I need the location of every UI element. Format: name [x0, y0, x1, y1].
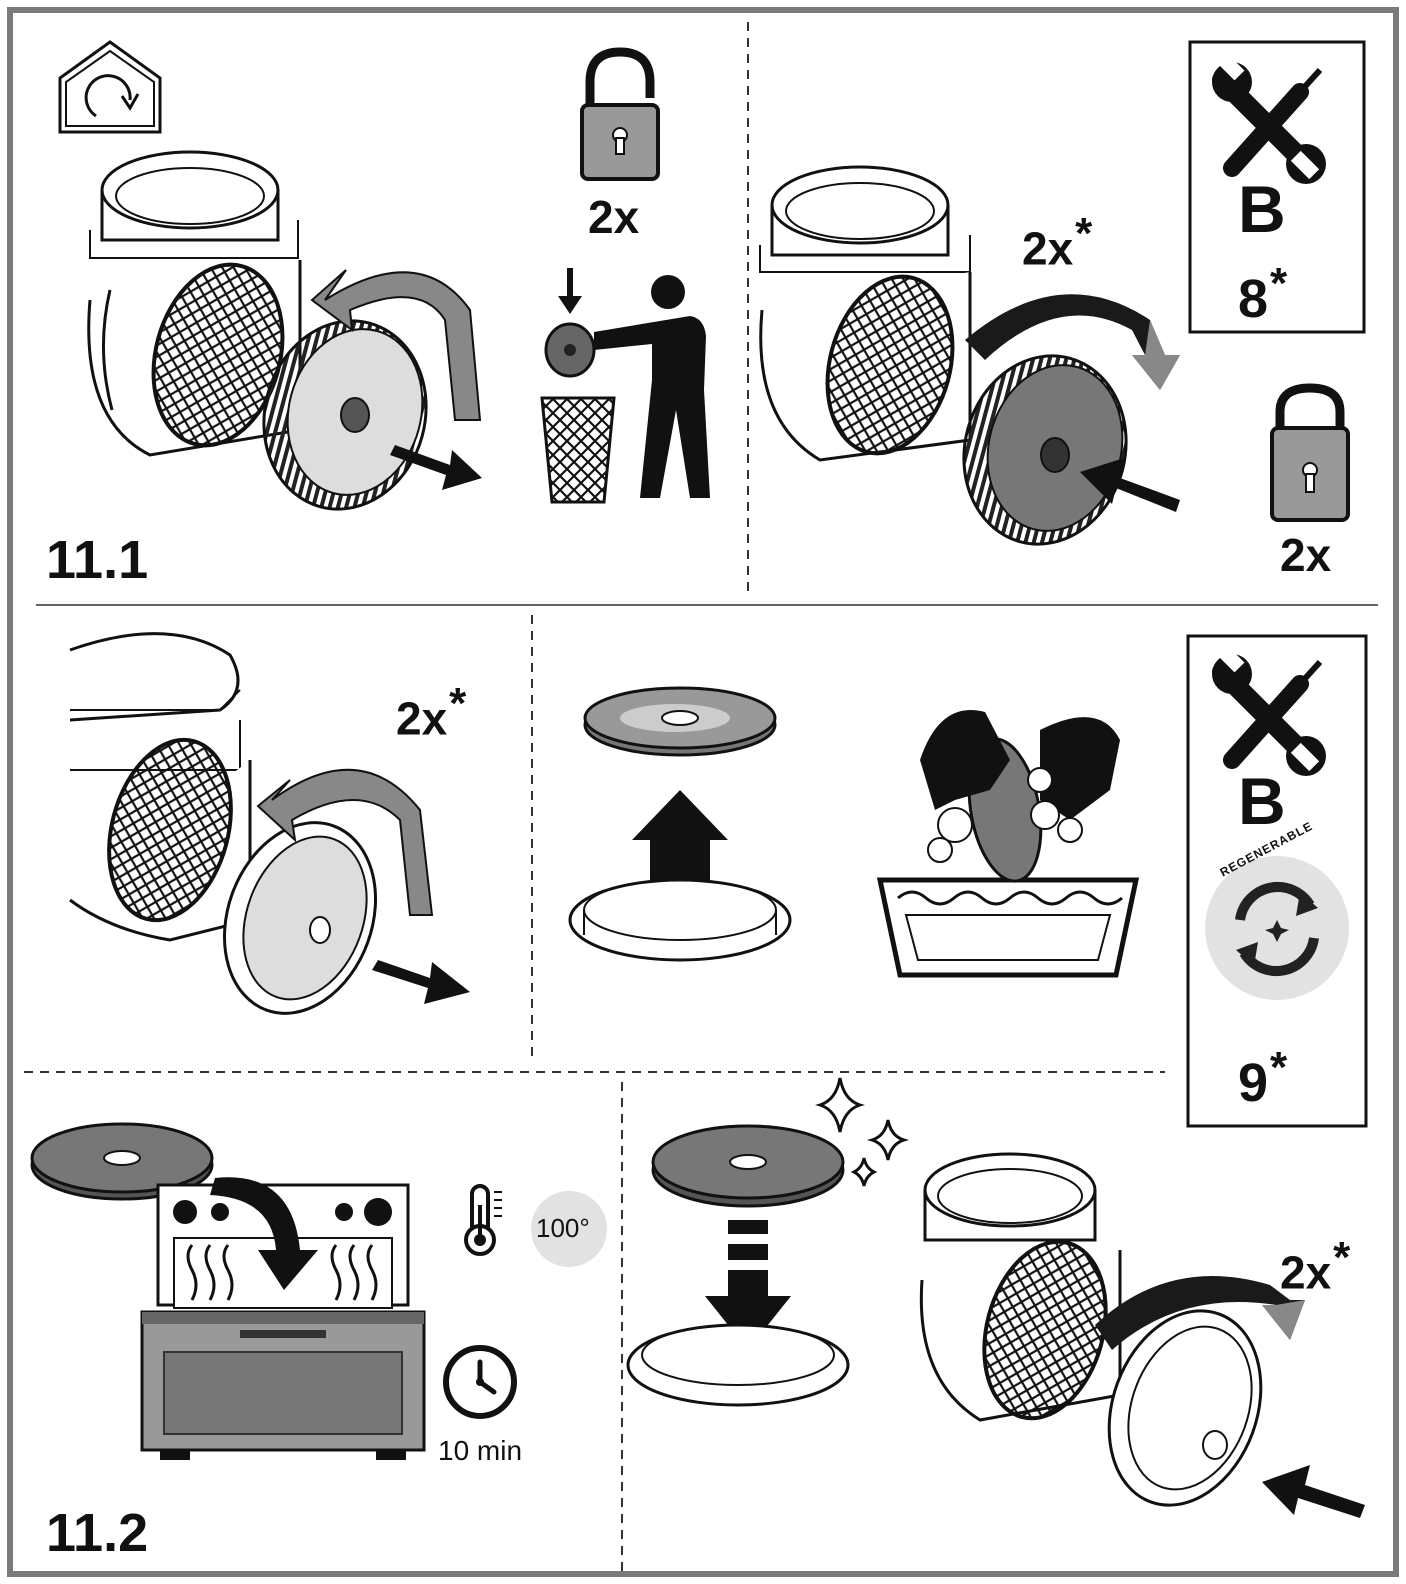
step-label-11-2: 11.2 — [46, 1503, 149, 1563]
carbon-filter-disc-2 — [962, 354, 1128, 546]
dispose-in-bin-icon — [540, 268, 710, 504]
filter-pad-to-oven-illustration — [30, 1122, 426, 1460]
regenerable-filter-frame-2 — [1107, 1309, 1263, 1507]
hood-motor-illustration-3 — [69, 632, 252, 942]
rotate-arrow-3 — [256, 768, 434, 916]
asterisk: * — [1333, 1233, 1351, 1282]
rotate-count-install: 2x* — [1022, 209, 1093, 275]
rotate-arrow-4 — [1095, 1276, 1305, 1350]
wrench-screwdriver-icon-1 — [1212, 53, 1326, 184]
unlock-count: 2x — [588, 191, 640, 243]
tool-box-letter-2: B — [1238, 764, 1286, 838]
duration-value: 10 min — [438, 1435, 523, 1466]
hood-motor-illustration-4 — [919, 1152, 1122, 1422]
hand-wash-illustration — [876, 710, 1140, 978]
outer-frame — [7, 7, 1399, 1577]
rotate-arrow-1 — [310, 269, 482, 421]
asterisk: * — [449, 679, 467, 728]
rotate-count-reinstall: 2x* — [1280, 1233, 1351, 1299]
asterisk: * — [1270, 1043, 1288, 1092]
filter-pad-insert-illustration — [626, 1124, 850, 1407]
asterisk: * — [1075, 209, 1093, 258]
carbon-filter-disc-1 — [262, 319, 428, 511]
step-label-11-1: 11.1 — [46, 530, 149, 590]
asterisk: * — [1270, 259, 1288, 308]
unlock-padlock-icon — [580, 47, 660, 181]
recirculation-house-icon — [58, 40, 162, 134]
temperature-value: 100° — [536, 1213, 590, 1243]
filter-pad-lift-illustration — [568, 686, 792, 962]
temperature-badge — [531, 1191, 607, 1267]
rotate-count-remove-regen: 2x* — [396, 679, 467, 745]
rotate-arrow-2 — [965, 294, 1180, 390]
regenerable-filter-frame-1 — [222, 821, 378, 1015]
hood-motor-illustration-2 — [759, 165, 972, 462]
tool-box-letter-1: B — [1238, 172, 1286, 246]
pull-arrow-3 — [372, 960, 470, 1004]
clock-icon — [443, 1345, 517, 1419]
pull-arrow-1 — [390, 445, 482, 490]
lock-count: 2x — [1280, 529, 1332, 581]
hood-motor-illustration-1 — [87, 150, 302, 457]
regenerable-badge-icon — [1205, 856, 1349, 1000]
tool-box-number-9: 9* — [1238, 1043, 1288, 1113]
sparkle-icons — [814, 1077, 910, 1187]
thermometer-icon — [464, 1184, 502, 1256]
lock-padlock-icon — [1270, 383, 1350, 522]
wrench-screwdriver-icon-2 — [1212, 645, 1326, 776]
push-arrow-2 — [1080, 458, 1180, 512]
tool-box-number-8: 8* — [1238, 259, 1288, 329]
push-arrow-4 — [1262, 1465, 1365, 1518]
